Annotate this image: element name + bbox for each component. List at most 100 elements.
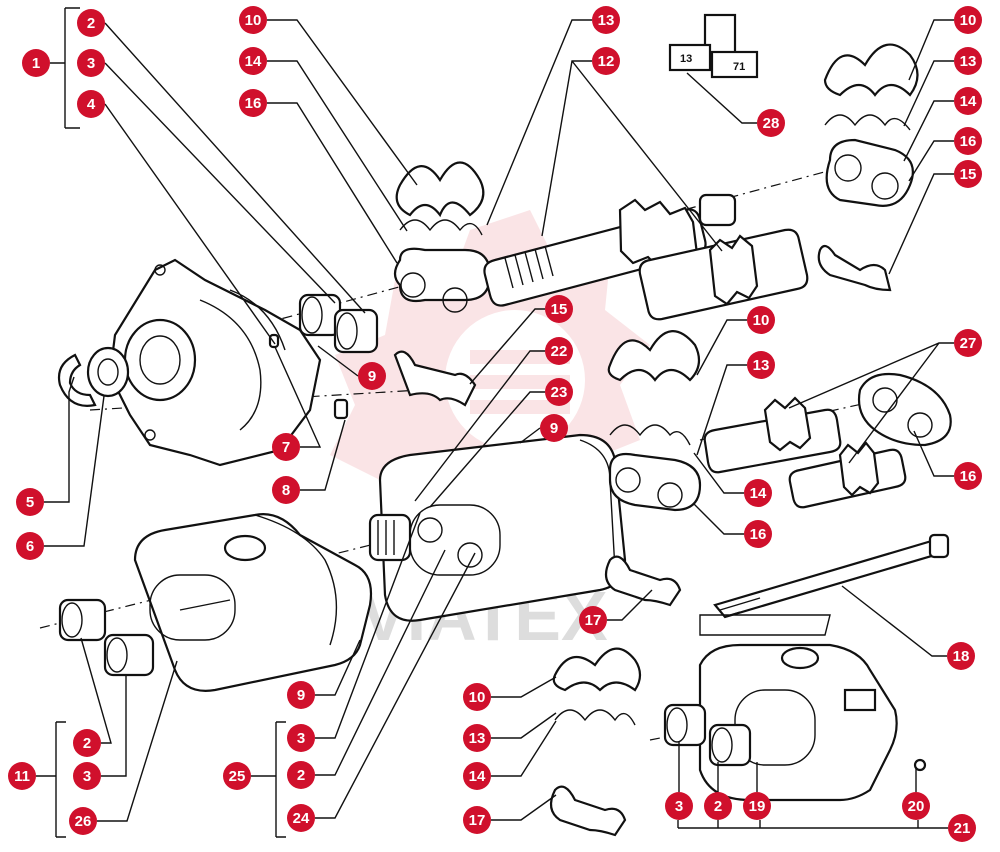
callout-c14c: 14 bbox=[744, 479, 772, 507]
callout-c2c: 2 bbox=[73, 729, 101, 757]
dowel-pins bbox=[268, 333, 349, 420]
callout-circle bbox=[757, 109, 785, 137]
callout-circle bbox=[16, 488, 44, 516]
callout-c10c: 10 bbox=[747, 306, 775, 334]
callout-circle bbox=[22, 49, 50, 77]
callout-c14a: 14 bbox=[239, 47, 267, 75]
seal-set-top-right bbox=[817, 43, 919, 292]
callout-circle bbox=[954, 87, 982, 115]
callout-c15a: 15 bbox=[545, 295, 573, 323]
callout-circle bbox=[579, 606, 607, 634]
callout-c13b: 13 bbox=[954, 47, 982, 75]
callout-number: 6 bbox=[26, 538, 34, 555]
callout-c14b: 14 bbox=[954, 87, 982, 115]
callout-circle bbox=[272, 476, 300, 504]
callout-number: 22 bbox=[551, 343, 568, 360]
callout-c10d: 10 bbox=[463, 683, 491, 711]
pump-body-middle bbox=[368, 433, 627, 622]
callout-circle bbox=[954, 329, 982, 357]
callout-c22: 22 bbox=[545, 337, 573, 365]
callout-circle bbox=[954, 6, 982, 34]
callout-c3d: 3 bbox=[665, 792, 693, 820]
callout-c9b: 9 bbox=[540, 414, 568, 442]
callout-number: 23 bbox=[551, 384, 568, 401]
callout-number: 10 bbox=[753, 312, 770, 329]
callout-c28: 28 bbox=[757, 109, 785, 137]
callout-number: 3 bbox=[675, 798, 683, 815]
callout-number: 7 bbox=[282, 439, 290, 456]
callout-number: 17 bbox=[469, 812, 486, 829]
callout-c9a: 9 bbox=[358, 362, 386, 390]
decal-label-left: 13 bbox=[680, 53, 692, 65]
callout-number: 2 bbox=[83, 735, 91, 752]
callout-circle bbox=[239, 6, 267, 34]
callout-circle bbox=[239, 89, 267, 117]
callout-circle bbox=[223, 762, 251, 790]
callout-number: 18 bbox=[953, 648, 970, 665]
callout-number: 3 bbox=[83, 768, 91, 785]
callout-circle bbox=[16, 532, 44, 560]
callout-number: 20 bbox=[908, 798, 925, 815]
callout-number: 9 bbox=[550, 420, 558, 437]
callout-circle bbox=[287, 681, 315, 709]
callout-number: 15 bbox=[551, 301, 568, 318]
driven-gear bbox=[638, 228, 809, 321]
callout-circle bbox=[8, 762, 36, 790]
callout-number: 25 bbox=[229, 768, 246, 785]
drive-shaft-gear bbox=[483, 193, 737, 307]
callout-number: 13 bbox=[753, 357, 770, 374]
callout-number: 13 bbox=[960, 53, 977, 70]
callout-circle bbox=[747, 351, 775, 379]
callout-c2b: 2 bbox=[287, 761, 315, 789]
rear-body-right bbox=[663, 643, 927, 802]
callout-circle bbox=[287, 804, 315, 832]
callout-number: 19 bbox=[749, 798, 766, 815]
callout-circle bbox=[665, 792, 693, 820]
callout-c11: 11 bbox=[8, 762, 36, 790]
seal-set-middle bbox=[604, 330, 702, 607]
front-cover bbox=[108, 258, 322, 467]
callout-number: 21 bbox=[954, 820, 971, 837]
callout-circle bbox=[287, 761, 315, 789]
circlip bbox=[57, 353, 97, 407]
callout-number: 24 bbox=[293, 810, 310, 827]
callout-number: 5 bbox=[26, 494, 34, 511]
callout-circle bbox=[747, 306, 775, 334]
callout-number: 3 bbox=[297, 730, 305, 747]
callout-circle bbox=[545, 337, 573, 365]
callout-number: 2 bbox=[714, 798, 722, 815]
callout-circle bbox=[77, 49, 105, 77]
callout-c20: 20 bbox=[902, 792, 930, 820]
callout-circle bbox=[744, 520, 772, 548]
bushings-lower-left bbox=[58, 598, 155, 677]
callout-c7: 7 bbox=[272, 433, 300, 461]
callout-circle bbox=[463, 724, 491, 752]
callout-number: 16 bbox=[960, 133, 977, 150]
long-tie-bolt bbox=[699, 533, 950, 636]
callout-c13c: 13 bbox=[747, 351, 775, 379]
callout-c18: 18 bbox=[947, 642, 975, 670]
callout-number: 11 bbox=[14, 768, 30, 785]
callout-number: 13 bbox=[469, 730, 486, 747]
callout-circle bbox=[947, 642, 975, 670]
callout-c3c: 3 bbox=[73, 762, 101, 790]
callout-circle bbox=[463, 762, 491, 790]
callout-circle bbox=[287, 724, 315, 752]
callout-circle bbox=[948, 814, 976, 842]
callout-c10b: 10 bbox=[954, 6, 982, 34]
callout-number: 14 bbox=[960, 93, 977, 110]
bushings-top bbox=[298, 293, 379, 354]
callout-number: 9 bbox=[297, 687, 305, 704]
callout-circle bbox=[463, 806, 491, 834]
callout-number: 16 bbox=[750, 526, 767, 543]
callout-c6: 6 bbox=[16, 532, 44, 560]
callout-c2d: 2 bbox=[704, 792, 732, 820]
callout-circle bbox=[77, 9, 105, 37]
shaft-seal bbox=[86, 346, 130, 398]
callout-number: 14 bbox=[245, 53, 262, 70]
callout-circle bbox=[272, 433, 300, 461]
callout-circle bbox=[239, 47, 267, 75]
callout-circle bbox=[592, 47, 620, 75]
decal-blocks: 13 71 bbox=[668, 13, 759, 79]
